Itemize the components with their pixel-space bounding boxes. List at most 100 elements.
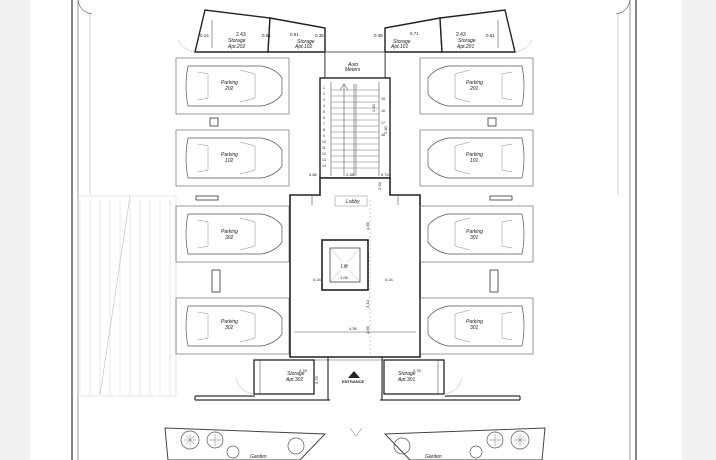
garden-right: Garden <box>383 427 546 460</box>
svg-text:9: 9 <box>323 134 325 138</box>
parking-label-202: Parking 202 <box>221 80 238 92</box>
svg-text:1.56: 1.56 <box>365 221 370 230</box>
storage-apt102-top: 0.51 0.35 Storage Apt.102 <box>290 32 324 50</box>
svg-text:Parking: Parking <box>221 319 238 325</box>
svg-text:Storage: Storage <box>458 38 476 44</box>
svg-text:0.76: 0.76 <box>314 375 319 384</box>
svg-text:ENTRANCE: ENTRANCE <box>342 379 365 384</box>
svg-text:2.43: 2.43 <box>456 32 466 38</box>
svg-text:3: 3 <box>323 98 325 102</box>
parking-label-101: Parking 101 <box>466 152 483 164</box>
stair-core <box>319 77 391 179</box>
svg-text:10: 10 <box>322 140 326 144</box>
svg-text:Parking: Parking <box>221 152 238 158</box>
svg-text:Storage: Storage <box>287 371 305 377</box>
svg-text:4.36: 4.36 <box>349 326 358 331</box>
svg-text:1: 1 <box>323 86 325 90</box>
svg-text:Garden: Garden <box>250 454 267 460</box>
storage-apt202-top: 2.43 0.14 0.51 Storage Apt.202 <box>200 32 271 50</box>
svg-text:2.38: 2.38 <box>346 172 355 177</box>
svg-text:Storage: Storage <box>398 371 416 377</box>
svg-text:Apt.301: Apt.301 <box>397 377 415 383</box>
svg-text:2: 2 <box>323 92 325 96</box>
stair-step-numbers: 1 2 3 4 5 6 7 8 9 10 11 12 13 14 15 16 1… <box>322 86 385 168</box>
svg-text:Parking: Parking <box>466 229 483 235</box>
svg-text:3.10: 3.10 <box>365 299 370 308</box>
svg-text:11: 11 <box>322 146 326 150</box>
svg-text:17: 17 <box>381 121 385 125</box>
svg-text:Auto: Auto <box>347 62 359 68</box>
svg-text:201: 201 <box>469 86 479 92</box>
svg-text:1.06: 1.06 <box>340 275 349 280</box>
storage-apt201-top: 2.43 0.51 Storage Apt.201 <box>456 32 495 50</box>
svg-text:15: 15 <box>381 97 385 101</box>
car-parking-202 <box>185 65 283 107</box>
svg-text:16: 16 <box>381 109 385 113</box>
svg-text:0.51: 0.51 <box>262 33 271 38</box>
svg-text:1.40: 1.40 <box>383 125 388 134</box>
garden-divider <box>349 427 363 437</box>
svg-text:13: 13 <box>322 158 326 162</box>
svg-text:102: 102 <box>225 158 234 164</box>
svg-text:0.24: 0.24 <box>385 277 394 282</box>
parking-label-102: Parking 102 <box>221 152 238 164</box>
svg-text:Apt.201: Apt.201 <box>456 44 474 50</box>
car-parking-301-upper <box>427 213 525 255</box>
svg-text:0.71: 0.71 <box>410 31 419 36</box>
svg-text:Parking: Parking <box>466 80 483 86</box>
storage-apt301-bottom: 2.78 Storage Apt.301 <box>383 359 463 395</box>
svg-text:0.36: 0.36 <box>374 33 383 38</box>
svg-text:14: 14 <box>322 164 326 168</box>
car-parking-302-upper <box>185 213 283 255</box>
columns <box>195 117 513 293</box>
stair-dimensions: 0.86 2.38 0.74 1.40 1.93 <box>309 103 390 177</box>
parking-bays-right <box>419 57 534 355</box>
svg-text:0.35: 0.35 <box>315 33 324 38</box>
auto-meters-room: Auto Meters <box>324 51 386 79</box>
svg-text:0.86: 0.86 <box>309 172 318 177</box>
svg-text:Parking: Parking <box>221 80 238 86</box>
svg-text:0.51: 0.51 <box>486 33 495 38</box>
garden-left: Garden <box>164 427 327 460</box>
parking-label-301-upper: Parking 301 <box>466 229 483 241</box>
svg-text:1.56: 1.56 <box>365 325 370 334</box>
svg-text:2.78: 2.78 <box>413 368 422 373</box>
svg-text:Apt.302: Apt.302 <box>285 377 303 383</box>
storage-apt302-bottom: 2.78 0.76 Storage Apt.302 <box>235 359 319 395</box>
svg-text:0.74: 0.74 <box>381 172 390 177</box>
svg-text:6: 6 <box>323 116 325 120</box>
svg-text:301: 301 <box>470 325 479 331</box>
svg-text:8: 8 <box>323 128 325 132</box>
lift-shaft: Lift 1.06 0.24 0.24 <box>313 239 394 291</box>
svg-text:302: 302 <box>225 235 234 241</box>
svg-text:Garden: Garden <box>425 454 442 460</box>
car-parking-101 <box>427 137 525 179</box>
top-storage-block <box>177 9 533 78</box>
site-boundary <box>71 0 637 460</box>
parking-label-302-upper: Parking 302 <box>221 229 238 241</box>
svg-text:4: 4 <box>323 104 325 108</box>
car-parking-201 <box>427 65 525 107</box>
svg-text:5: 5 <box>323 110 325 114</box>
svg-text:Meters: Meters <box>345 67 361 73</box>
bottom-wall <box>194 395 521 401</box>
svg-text:101: 101 <box>470 158 479 164</box>
svg-text:Apt.101: Apt.101 <box>390 44 408 50</box>
entrance: ENTRANCE <box>327 357 383 400</box>
svg-text:0.24: 0.24 <box>313 277 322 282</box>
car-parking-302-lower <box>185 305 283 347</box>
car-parking-102 <box>185 137 283 179</box>
parking-label-301-lower: Parking 301 <box>466 319 483 331</box>
svg-text:12: 12 <box>322 152 326 156</box>
svg-text:0.14: 0.14 <box>200 33 209 38</box>
svg-text:Lift: Lift <box>341 264 348 270</box>
car-parking-301-lower <box>427 305 525 347</box>
svg-text:1.93: 1.93 <box>371 103 376 112</box>
storage-apt101-top: 0.36 0.71 Storage Apt.101 <box>374 31 419 50</box>
svg-text:Parking: Parking <box>221 229 238 235</box>
svg-text:Parking: Parking <box>466 319 483 325</box>
svg-text:Lobby: Lobby <box>346 199 360 205</box>
svg-text:Storage: Storage <box>228 38 246 44</box>
svg-text:Storage: Storage <box>393 39 411 45</box>
